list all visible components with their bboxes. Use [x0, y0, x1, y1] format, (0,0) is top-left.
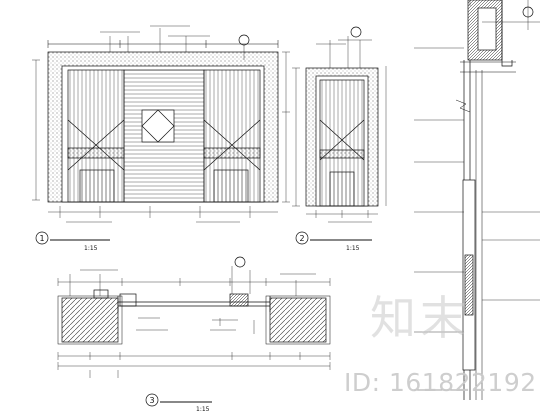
watermark-logo: 知末: [370, 291, 470, 345]
watermark-id: ID: 161822192: [344, 368, 537, 397]
view-number-3: 3: [149, 396, 154, 405]
view-title-2: 2 1:15: [295, 231, 372, 252]
view-number-1: 1: [39, 234, 44, 243]
view-scale-1: 1:15: [84, 245, 98, 252]
vertical-section: [414, 0, 540, 400]
plan-section: [57, 256, 331, 378]
view-number-2: 2: [299, 234, 304, 243]
view-title-1: 1 1:15: [35, 231, 110, 252]
view-scale-2: 1:15: [346, 245, 360, 252]
elevation-1: [32, 25, 290, 223]
elevation-2: [292, 26, 387, 223]
view-title-3: 3 1:15: [145, 393, 212, 413]
view-scale-3: 1:15: [196, 406, 210, 413]
